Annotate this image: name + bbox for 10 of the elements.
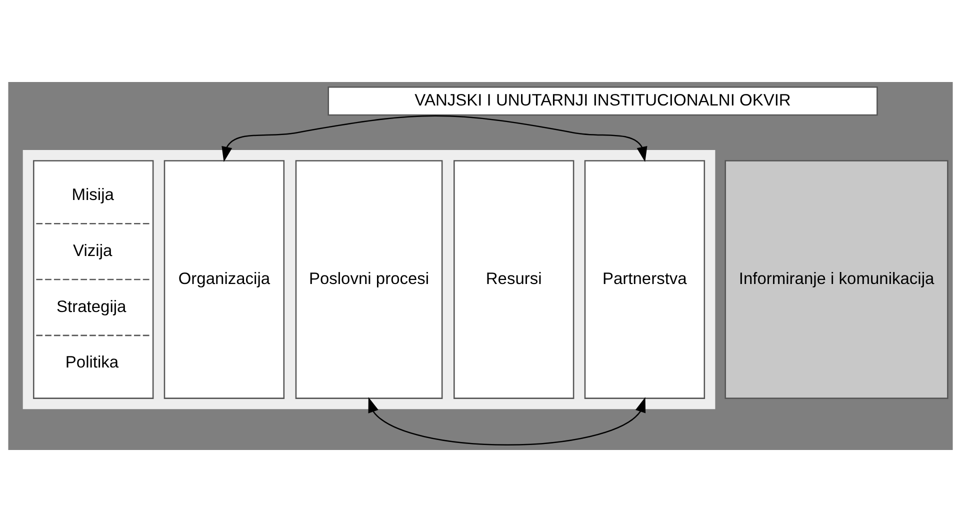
node-box: Resursi — [454, 160, 574, 399]
node-box: VANJSKI I UNUTARNJI INSTITUCIONALNI OKVIR — [328, 86, 878, 116]
node-box: Poslovni procesi — [295, 160, 443, 399]
node-box: Informiranje i komunikacija — [724, 160, 948, 399]
arrow — [222, 115, 648, 162]
node-box: Misija Vizija Strategija Politika — [33, 160, 154, 399]
cluster — [22, 150, 716, 410]
node-box: Partnerstva — [584, 160, 706, 399]
node-box: Organizacija — [164, 160, 285, 399]
arrow — [368, 397, 646, 446]
